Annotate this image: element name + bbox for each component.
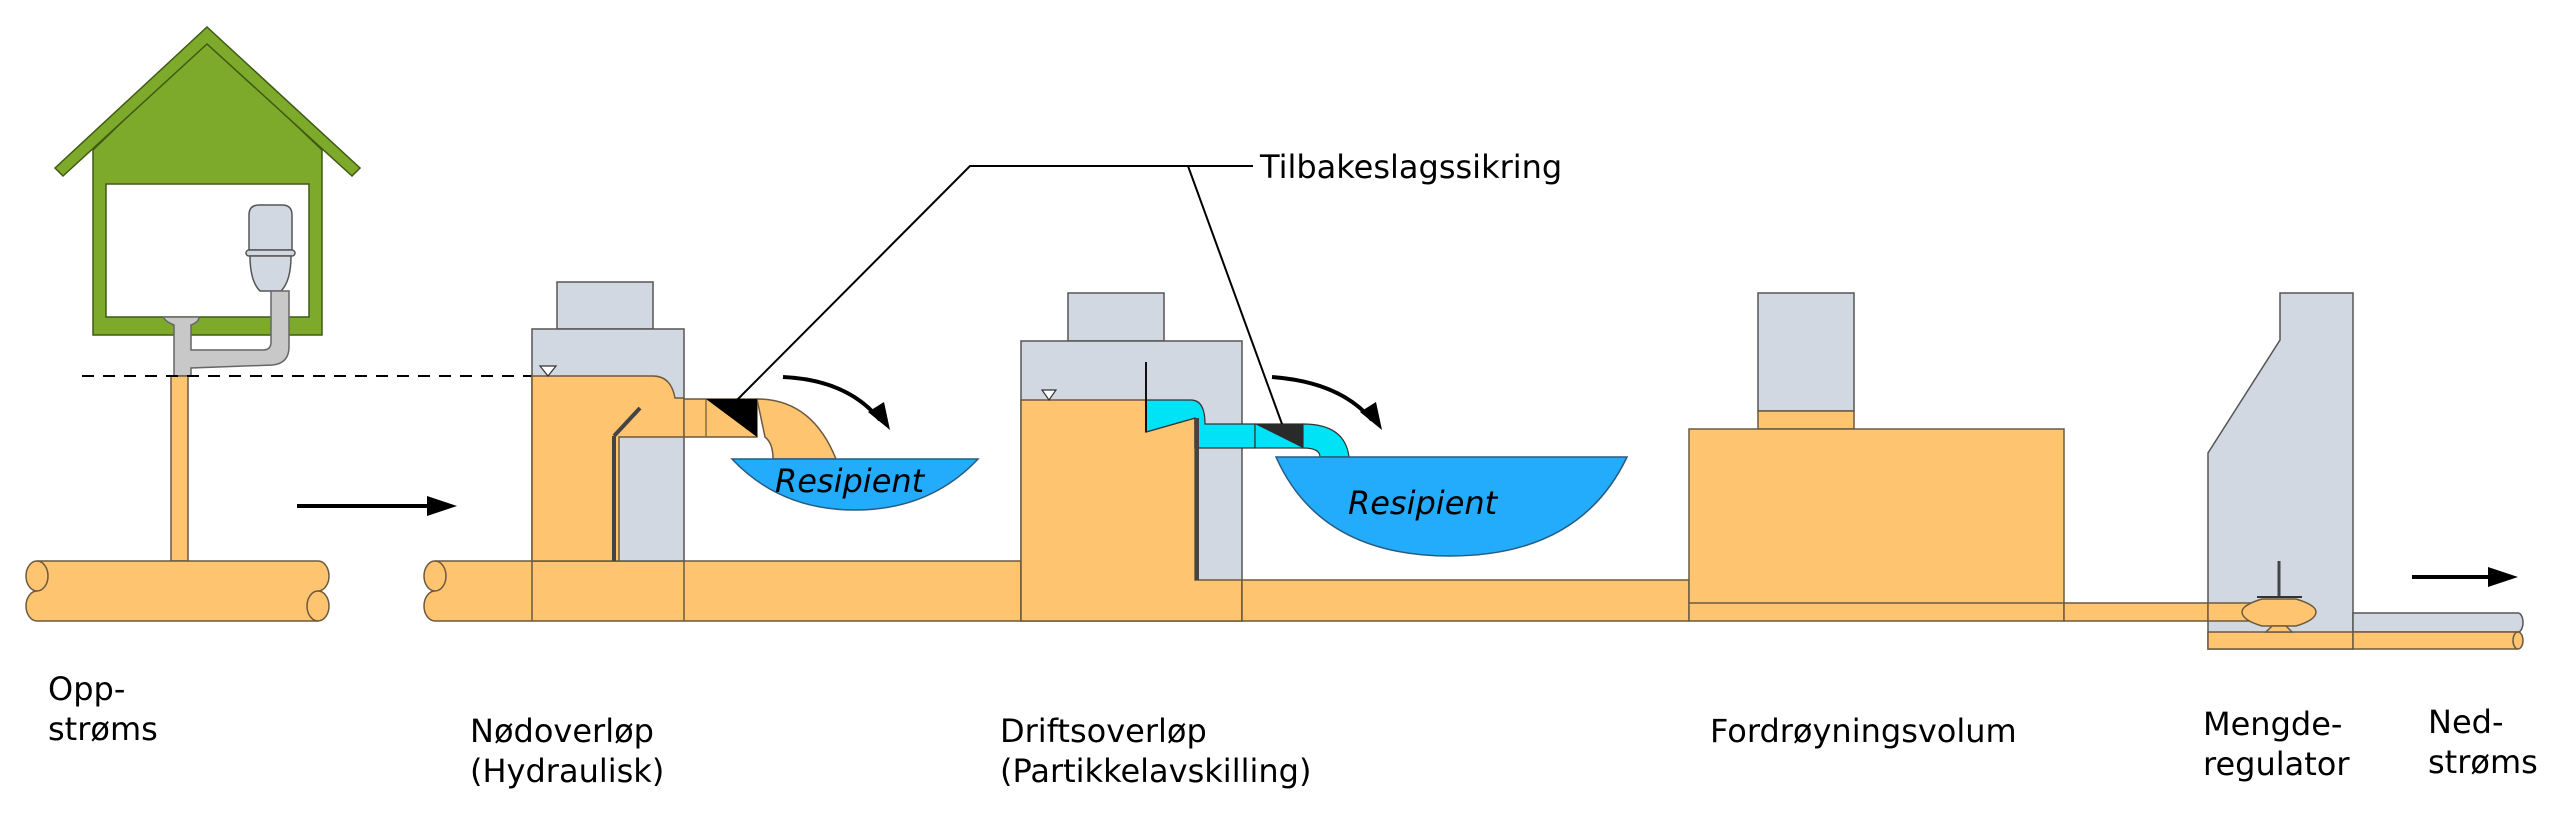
receiver-1: Resipient	[730, 458, 980, 511]
upstream-pipe	[25, 560, 330, 622]
label-line: (Hydraulisk)	[470, 752, 664, 790]
flow-arrow-icon	[2412, 567, 2518, 587]
trunk-pipe	[423, 560, 1022, 622]
receiver-2-label: Resipient	[1348, 484, 1499, 522]
flow-regulator-chamber	[2207, 292, 2354, 650]
water-level-icon	[538, 365, 558, 377]
operational-overflow-chamber	[1020, 292, 1256, 622]
check-valve-icon	[706, 399, 757, 437]
label-line: strøms	[48, 710, 158, 748]
label-line: Driftsoverløp	[1000, 712, 1207, 750]
emergency-overflow-chamber	[531, 281, 685, 621]
pipe-to-detention	[1241, 579, 1690, 622]
flow-regulator-icon	[2241, 561, 2317, 633]
callout-label: Tilbakeslagssikring	[1259, 148, 1562, 186]
water-level-icon	[1040, 389, 1058, 402]
overflow-direction-arrow-1	[782, 375, 890, 430]
station-label-emergency-overflow: Nødoverløp (Hydraulisk)	[470, 712, 664, 790]
flow-arrow-icon	[297, 496, 457, 516]
label-line: Opp-	[48, 670, 125, 708]
station-label-upstream: Opp- strøms	[48, 670, 158, 748]
toilet-icon	[245, 204, 296, 292]
label-line: Mengde-	[2203, 705, 2342, 743]
downstream-pipe	[2352, 612, 2524, 650]
label-line: Nødoverløp	[470, 712, 654, 750]
overflow-direction-arrow-2	[1271, 375, 1382, 430]
label-line: Ned-	[2428, 703, 2503, 741]
check-valve-icon	[1255, 424, 1303, 448]
emergency-overflow-outlet	[683, 398, 838, 460]
label-line: Fordrøyningsvolum	[1710, 712, 2017, 750]
operational-overflow-outlet	[1254, 423, 1350, 458]
station-label-downstream: Ned- strøms	[2428, 703, 2538, 781]
label-line: regulator	[2203, 745, 2350, 783]
station-label-flow-regulator: Mengde- regulator	[2203, 705, 2350, 783]
label-line: strøms	[2428, 743, 2538, 781]
station-label-detention-volume: Fordrøyningsvolum	[1710, 712, 2017, 750]
check-valve-callout: Tilbakeslagssikring	[736, 148, 1562, 425]
station-label-operational-overflow: Driftsoverløp (Partikkelavskilling)	[1000, 712, 1311, 790]
detention-volume-tank	[1688, 292, 2065, 622]
receiver-1-label: Resipient	[775, 462, 926, 500]
label-line: (Partikkelavskilling)	[1000, 752, 1311, 790]
receiver-2: Resipient	[1274, 456, 1629, 557]
house-icon	[53, 25, 362, 336]
